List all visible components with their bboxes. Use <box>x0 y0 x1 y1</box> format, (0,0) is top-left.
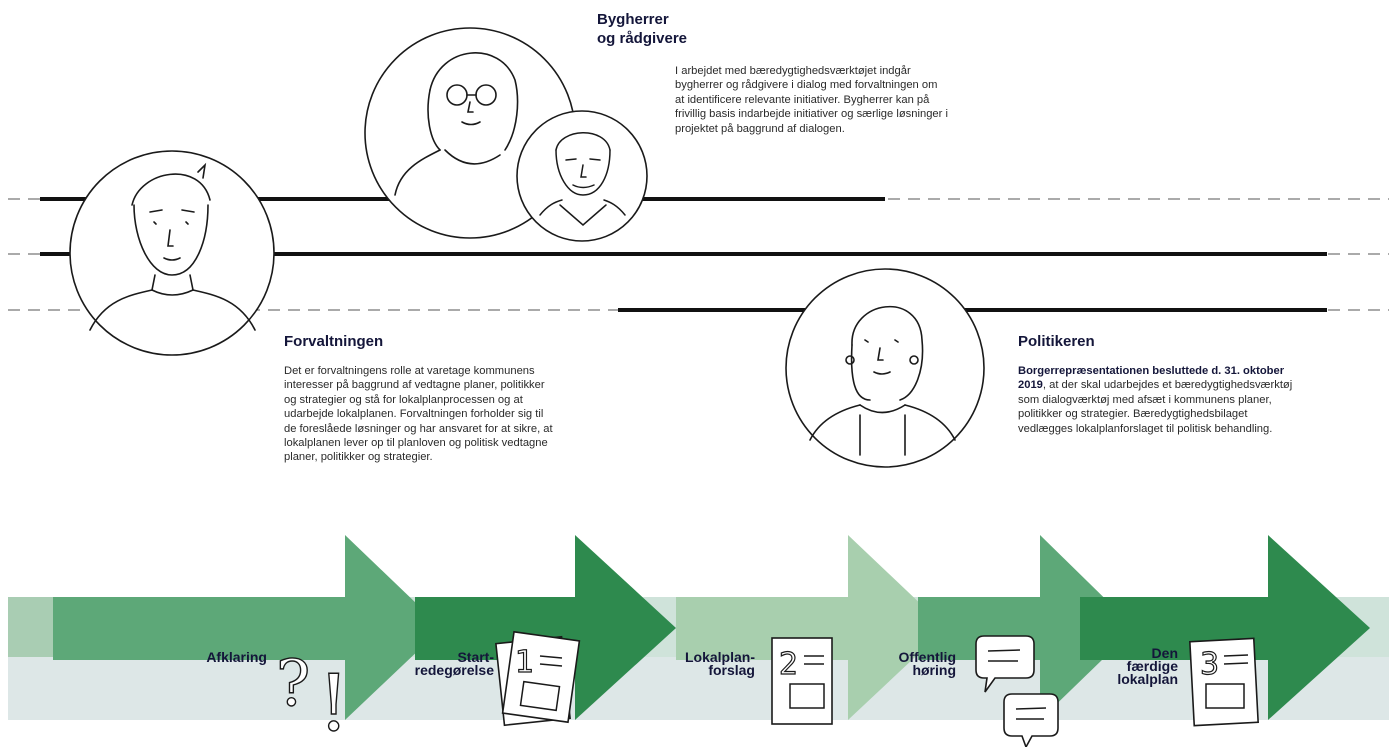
forvaltningen-body-line: udarbejde lokalplanen. Forvaltningen for… <box>284 408 544 421</box>
bygherrer-heading: Bygherrer og rådgivere <box>597 10 687 48</box>
politikeren-heading: Politikeren <box>1018 333 1095 350</box>
stage-label-afklaring: Afklaring <box>206 649 267 665</box>
politikeren-body: Borgerrepræsentationen besluttede d. 31.… <box>1018 364 1292 436</box>
arrow-offentlig-horing <box>918 535 1135 720</box>
bygherrer-heading-line1: Bygherrer <box>597 11 669 28</box>
svg-text:1: 1 <box>515 645 534 680</box>
politikeren-body-line: politikker og strategier. Bæredygtigheds… <box>1018 408 1248 421</box>
arrow-faerdig-lokalplan <box>1080 535 1370 720</box>
bygherrer-body-line: frivillig basis indarbejde initiativer o… <box>675 108 948 121</box>
document-2-icon: 2 <box>771 637 833 725</box>
bygherrer-body-line: projektet på baggrund af dialogen. <box>675 122 845 135</box>
stage-label-lokalplanforslag: Lokalplan- forslag <box>684 649 755 678</box>
bygherrer-body: I arbejdet med bæredygtighedsværktøjet i… <box>675 64 948 136</box>
band-bottom <box>8 657 1389 720</box>
bygherrer-body-line: I arbejdet med bæredygtighedsværktøjet i… <box>675 65 911 77</box>
forvaltningen-heading: Forvaltningen <box>284 333 384 350</box>
bygherrer-body-line: bygherrer og rådgivere i dialog med forv… <box>675 79 938 92</box>
forvaltningen-body: Det er forvaltningens rolle at varetage … <box>284 364 553 465</box>
arrow-lokalplanforslag <box>676 535 946 720</box>
svg-text:?: ? <box>276 647 310 721</box>
politikeren-body-line: som dialogværktøj med afsæt i kommunens … <box>1018 393 1272 406</box>
bygherrer-heading-line2: og rådgivere <box>597 30 688 47</box>
politikeren-body-bold-year: 2019 <box>1018 379 1043 392</box>
stage-label-den-faerdige-lokalplan: Den færdige lokalplan <box>1117 645 1178 687</box>
bygherrer-body-line: at identificere relevante initiativer. B… <box>675 93 930 106</box>
document-1-icon: 1 <box>495 630 581 727</box>
bygherrer-advisor-portrait <box>516 110 648 242</box>
politikeren-body-bold: Borgerrepræsentationen besluttede d. 31.… <box>1018 365 1285 377</box>
forvaltningen-body-line: interesser på baggrund af vedtagne plane… <box>284 379 545 392</box>
forvaltningen-body-line: Det er forvaltningens rolle at varetage … <box>284 365 535 377</box>
band-left-light <box>8 597 53 657</box>
politikeren-body-rest: , at der skal udarbejdes et bæredygtighe… <box>1042 379 1293 392</box>
politikeren-portrait <box>785 268 985 468</box>
document-3-icon: 3 <box>1189 637 1259 727</box>
forvaltningen-portrait <box>69 150 275 356</box>
forvaltningen-body-line: lokalplanen lever op til planloven og po… <box>284 437 548 450</box>
politikeren-body-line: vedlægges lokalplanforslaget til politis… <box>1018 422 1273 435</box>
arrow-afklaring <box>53 535 442 720</box>
svg-text:!: ! <box>318 659 349 747</box>
forvaltningen-body-line: og strategier og stå for lokalplanproces… <box>284 393 523 406</box>
svg-text:2: 2 <box>779 647 798 682</box>
forvaltningen-body-line: planer, politikker og strategier. <box>284 451 433 464</box>
stage-label-offentlig-horing: Offentlig høring <box>898 649 956 678</box>
arrow-startredegorelse <box>415 535 676 720</box>
question-exclamation-icon: ? ! <box>275 646 350 747</box>
svg-text:3: 3 <box>1200 647 1219 682</box>
forvaltningen-body-line: de foreslåede løsninger og har ansvaret … <box>284 422 553 435</box>
speech-bubbles-icon <box>975 635 1059 747</box>
stage-label-startredegorelse: Start- redegørelse <box>414 649 494 678</box>
